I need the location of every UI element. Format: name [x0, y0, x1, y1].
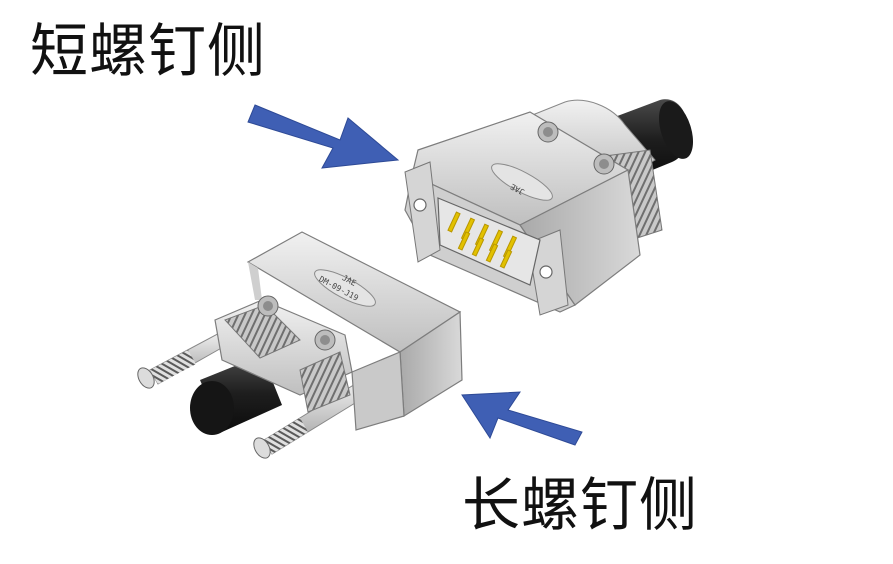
arrow-to-long-screw-connector	[461, 391, 583, 446]
long-screw-side-label: 长螺钉侧	[462, 471, 699, 539]
long-screw-left	[137, 329, 233, 389]
arrow-to-short-screw-connector	[247, 104, 400, 169]
lower-screw-2	[314, 329, 336, 351]
upper-screw-1	[537, 121, 559, 143]
short-screw-side-label: 短螺钉侧	[30, 17, 267, 85]
upper-screw-2	[593, 153, 615, 175]
lower-screw-1	[257, 295, 279, 317]
upper-connector-pins	[447, 211, 518, 269]
long-screw-connector: JAE DM-09-J19	[137, 231, 463, 459]
short-screw-connector: JAE	[404, 99, 694, 316]
